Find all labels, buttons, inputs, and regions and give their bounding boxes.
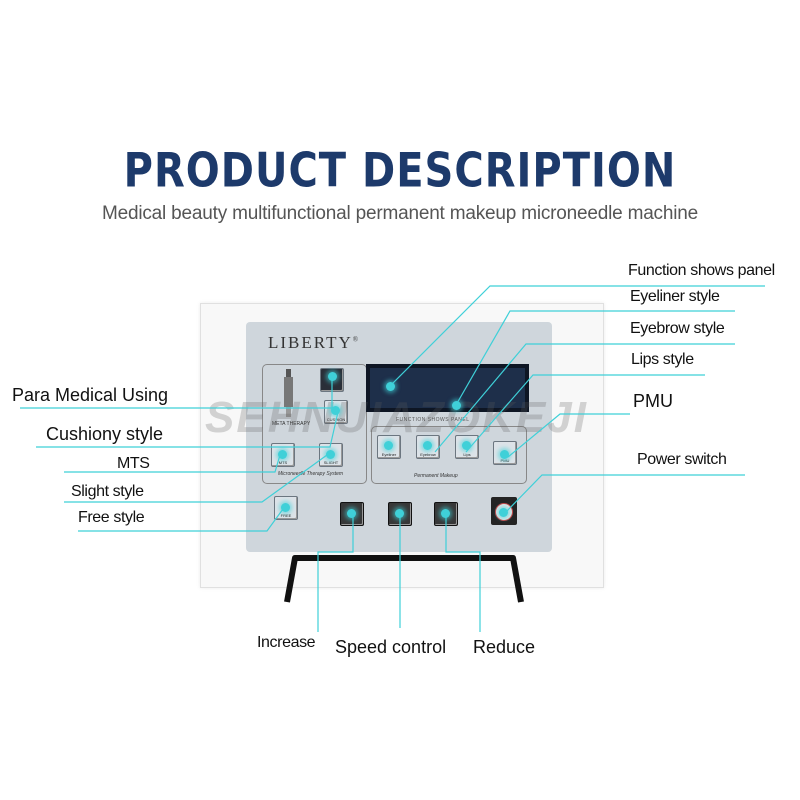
cushion-marker [331,406,340,415]
lips-marker [462,441,471,450]
increase-marker [347,509,356,518]
function-panel-marker [386,382,395,391]
label-lips: Lips style [631,351,694,368]
eyeliner-button-marker [384,441,393,450]
permanent-makeup-section [371,426,527,484]
slight-marker [326,450,335,459]
label-pmu: PMU [633,391,673,411]
meta-caption: META THERAPY [272,421,311,427]
label-increase: Increase [257,634,316,651]
label-mts: MTS [117,455,150,472]
label-para-medical: Para Medical Using [12,385,169,405]
display-label: FUNCTION SHOWS PANEL [396,417,470,423]
microneedle-caption: Microneedle Therapy System [278,471,344,477]
label-cushiony: Cushiony style [46,424,164,444]
label-free: Free style [78,509,145,526]
pmu-caption: Permanent Makeup [414,473,458,479]
label-eyeliner: Eyeliner style [630,288,720,305]
free-marker [281,503,290,512]
page-title: PRODUCT DESCRIPTION [123,143,677,199]
reduce-marker [441,509,450,518]
power-marker [499,508,508,517]
brand-logo: LIBERTY® [268,333,361,352]
eyebrow-marker [423,441,432,450]
label-function-panel: Function shows panel [628,262,775,279]
label-eyebrow: Eyebrow style [630,320,725,337]
pmu-marker [500,450,509,459]
handpiece-icon [284,369,293,417]
label-reduce: Reduce [473,637,536,657]
page-subtitle: Medical beauty multifunctional permanent… [102,203,698,224]
para-medical-marker [328,372,337,381]
mts-marker [278,450,287,459]
speed-marker [395,509,404,518]
microneedle-section [262,364,367,484]
label-power: Power switch [637,451,727,468]
watermark: SEHNUIAZOKEJI [205,393,588,442]
eyeliner-marker [452,401,461,410]
label-slight: Slight style [71,483,144,500]
device-stand [284,555,524,603]
label-speed-control: Speed control [335,637,447,657]
